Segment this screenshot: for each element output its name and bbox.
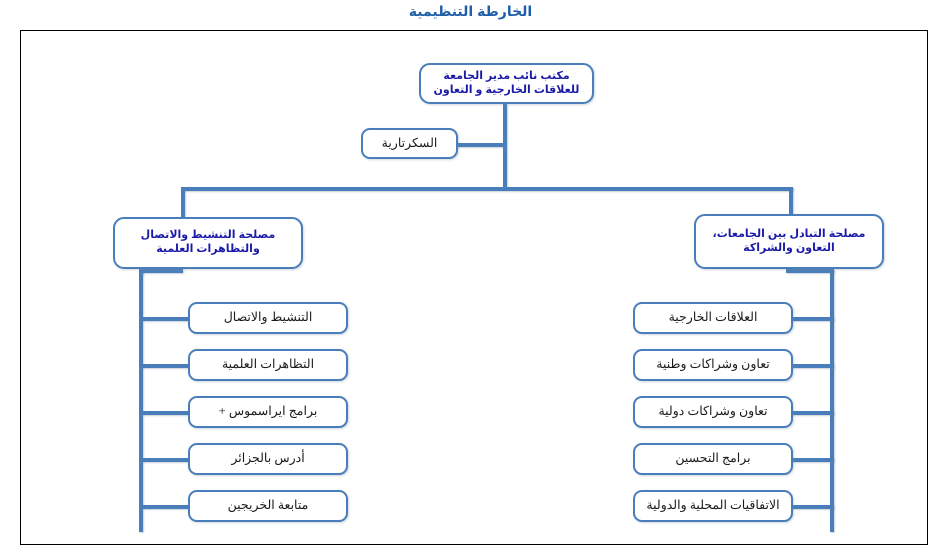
node-right-child-5[interactable]: الاتفاقيات المحلية والدولية [633,490,793,522]
node-left-child-4-label: أدرس بالجزائر [231,451,305,466]
connector-left-department-drop [181,187,185,219]
node-secretariat[interactable]: السكرتارية [361,128,458,159]
node-right-child-2[interactable]: تعاون وشراكات وطنية [633,349,793,381]
node-left-child-1[interactable]: التنشيط والاتصال [188,302,348,334]
node-right-child-3-label: تعاون وشراكات دولية [658,404,768,419]
connector-right-branch-4 [780,458,834,462]
node-right-department[interactable]: مصلحة التبادل بين الجامعات، التعاون والش… [694,214,884,269]
node-right-child-4-label: برامج التحسين [675,451,751,466]
node-left-child-5[interactable]: متابعة الخريجين [188,490,348,522]
node-right-department-line1: مصلحة التبادل بين الجامعات، [712,227,866,240]
connector-left-branch-2 [139,364,191,368]
node-right-child-1-label: العلاقات الخارجية [668,310,758,325]
node-left-child-3[interactable]: برامج ايراسموس + [188,396,348,428]
connector-right-branch-3 [780,411,834,415]
connector-left-branch-4 [139,458,191,462]
node-left-child-1-label: التنشيط والاتصال [223,310,313,325]
node-right-department-line2: التعاون والشراكة [743,241,835,254]
node-left-department[interactable]: مصلحة التنشيط والاتصال والتظاهرات العلمي… [113,217,303,269]
node-root-office[interactable]: مكتب نائب مدير الجامعة للعلاقات الخارجية… [419,63,594,104]
node-right-department-label: مصلحة التبادل بين الجامعات، التعاون والش… [696,228,882,256]
connector-right-department-drop [789,187,793,219]
connector-left-branch-5 [139,505,191,509]
connector-right-spine [830,269,834,532]
node-left-child-5-label: متابعة الخريجين [227,498,309,513]
connector-secretariat-horizontal [457,143,505,147]
node-right-child-5-label: الاتفاقيات المحلية والدولية [646,498,780,513]
chart-frame: مكتب نائب مدير الجامعة للعلاقات الخارجية… [20,30,928,545]
node-left-child-2-label: التظاهرات العلمية [221,357,315,372]
connector-left-branch-3 [139,411,191,415]
node-left-department-label: مصلحة التنشيط والاتصال والتظاهرات العلمي… [115,229,301,257]
connector-left-branch-1 [139,317,191,321]
page-title: الخارطة التنظيمية [408,3,533,19]
connector-right-branch-5 [780,505,834,509]
node-right-child-3[interactable]: تعاون وشراكات دولية [633,396,793,428]
node-right-child-1[interactable]: العلاقات الخارجية [633,302,793,334]
node-secretariat-label: السكرتارية [381,135,438,150]
node-root-office-line1: مكتب نائب مدير الجامعة [443,69,570,82]
connector-left-spine-top [139,269,183,273]
node-right-child-4[interactable]: برامج التحسين [633,443,793,475]
node-left-child-3-label: برامج ايراسموس + [218,404,318,419]
node-left-department-line1: مصلحة التنشيط والاتصال [140,229,276,242]
node-right-child-2-label: تعاون وشراكات وطنية [656,357,770,372]
connector-main-horizontal-bar [181,187,793,191]
connector-root-vertical [503,104,507,189]
node-left-child-2[interactable]: التظاهرات العلمية [188,349,348,381]
connector-left-spine [139,269,143,532]
connector-right-branch-1 [780,317,834,321]
connector-right-branch-2 [780,364,834,368]
node-left-department-line2: والتظاهرات العلمية [156,243,260,255]
connector-right-spine-top [786,269,834,273]
node-root-office-line2: للعلاقات الخارجية و التعاون [433,83,580,96]
node-left-child-4[interactable]: أدرس بالجزائر [188,443,348,475]
node-root-office-label: مكتب نائب مدير الجامعة للعلاقات الخارجية… [421,70,592,98]
